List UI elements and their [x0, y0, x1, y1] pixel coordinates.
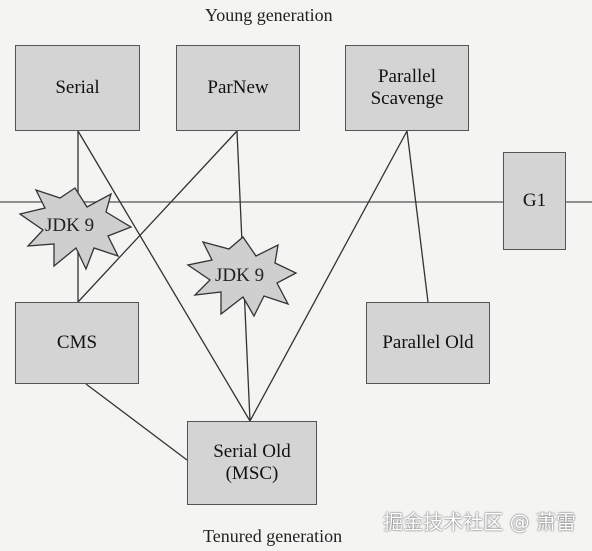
parnew-box: ParNew [176, 45, 300, 131]
cms-box: CMS [15, 302, 139, 384]
jdk9-burst-left [18, 187, 133, 271]
tenured-generation-label: Tenured generation [203, 526, 343, 546]
link-parnew-cms [77, 130, 238, 303]
parallel-scavenge-box: Parallel Scavenge [345, 45, 469, 131]
link-cms-serialold [85, 383, 188, 461]
cms-label: CMS [56, 332, 98, 353]
jdk9-badge-center: JDK 9 [215, 265, 265, 286]
link-scavenge-serialold [249, 130, 408, 422]
g1-box: G1 [503, 152, 566, 250]
link-scavenge-parallelold [406, 130, 429, 303]
young-generation-label: Young generation [205, 5, 333, 25]
serial-label: Serial [55, 77, 100, 98]
jdk9-badge-left: JDK 9 [45, 215, 95, 236]
parnew-label: ParNew [207, 77, 269, 98]
parallel-old-label: Parallel Old [382, 332, 474, 353]
serial-old-label: Serial Old (MSC) [213, 441, 291, 484]
parallel-old-box: Parallel Old [366, 302, 490, 384]
watermark: 掘金技术社区 @ 萧雷 [383, 510, 576, 534]
serial-old-box: Serial Old (MSC) [187, 421, 317, 505]
jdk9-burst-center [186, 236, 298, 318]
parallel-scavenge-label: Parallel Scavenge [370, 66, 444, 109]
serial-box: Serial [15, 45, 140, 131]
g1-label: G1 [522, 190, 547, 211]
link-serial-serialold [77, 130, 251, 422]
